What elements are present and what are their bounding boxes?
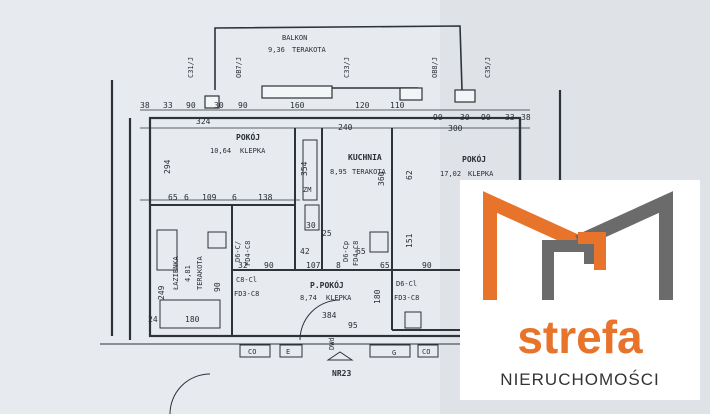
company-logo: strefa NIERUCHOMOŚCI (460, 180, 700, 400)
logo-mark-icon (483, 191, 673, 300)
logo-wordmark: strefa (517, 311, 643, 363)
logo-subtitle: NIERUCHOMOŚCI (500, 370, 660, 389)
